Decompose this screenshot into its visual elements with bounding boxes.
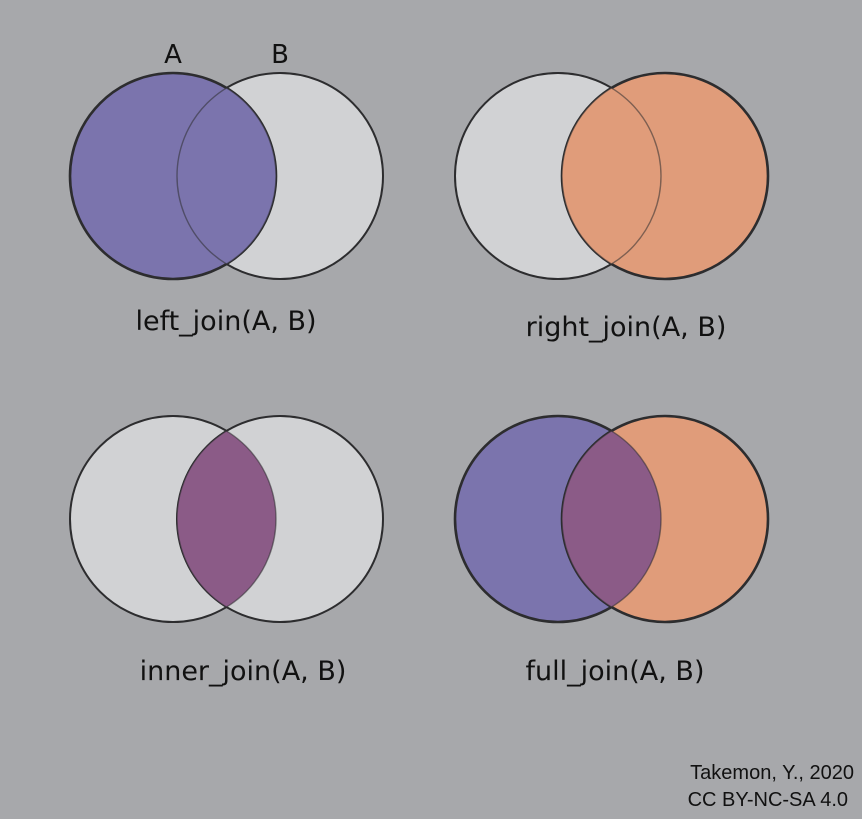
- overlap-region: [176, 430, 276, 608]
- venn-right-join: [454, 71, 770, 281]
- outline-b: [176, 415, 384, 623]
- venn-full-join: [453, 414, 770, 624]
- caption-right-join: right_join(A, B): [526, 312, 727, 343]
- set-label-b: B: [271, 40, 289, 70]
- overlap-region: [176, 87, 276, 265]
- outline-b: [561, 72, 769, 280]
- overlap-region: [562, 430, 661, 608]
- outline-a: [454, 415, 662, 623]
- credit-license: CC BY-NC-SA 4.0: [688, 789, 848, 811]
- outline-b: [561, 415, 769, 623]
- venn-left-join: [68, 71, 384, 281]
- outline-a: [69, 415, 277, 623]
- outline-b: [176, 72, 384, 280]
- diagram-grid: [68, 71, 770, 624]
- outline-a: [454, 72, 662, 280]
- caption-full-join: full_join(A, B): [526, 656, 705, 687]
- set-label-a: A: [164, 40, 182, 70]
- venn-inner-join: [69, 415, 384, 623]
- outline-a: [69, 72, 277, 280]
- overlap-region: [562, 87, 661, 265]
- credit-author: Takemon, Y., 2020: [690, 762, 854, 784]
- caption-inner-join: inner_join(A, B): [140, 656, 347, 687]
- caption-left-join: left_join(A, B): [135, 306, 316, 337]
